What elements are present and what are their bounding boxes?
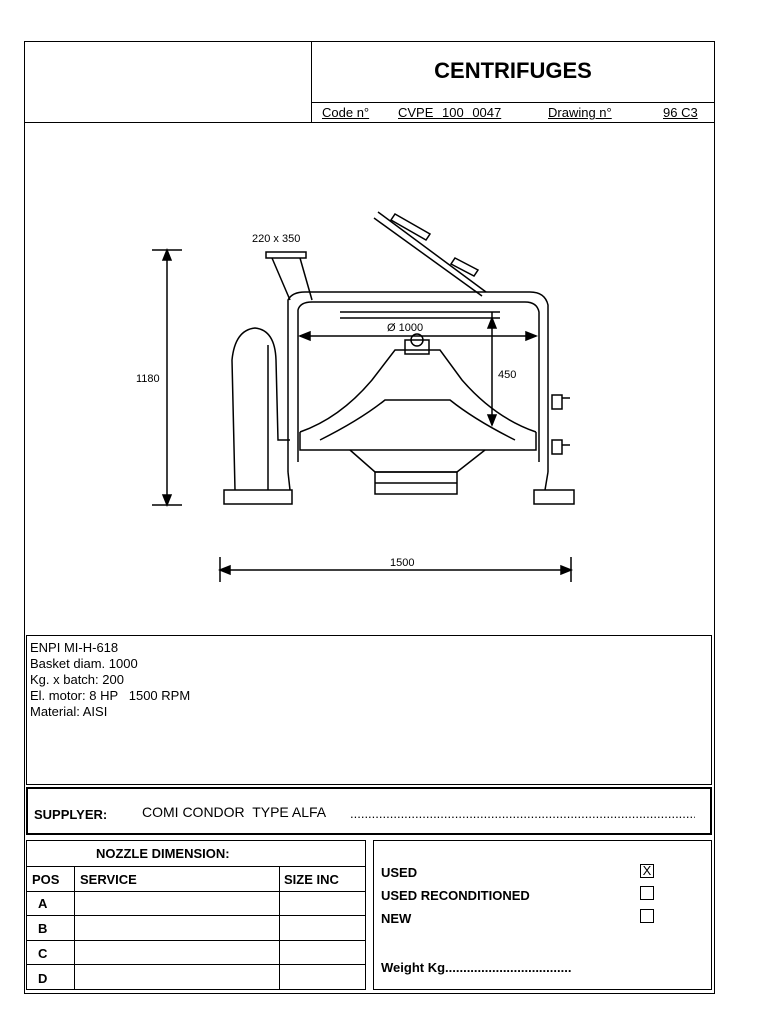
row-pos: D (38, 971, 48, 986)
supplier-value: COMI CONDOR TYPE ALFA (142, 804, 327, 820)
spec-line: Material: AISI (30, 704, 108, 719)
option-reconditioned-label: USED RECONDITIONED (381, 888, 530, 903)
row-pos: B (38, 921, 48, 936)
dim-depth-label: 450 (498, 369, 516, 381)
checkbox-used[interactable]: X (640, 864, 654, 878)
drawing-value: 96 C3 (663, 105, 698, 120)
drawing-label: Drawing n° (548, 105, 612, 120)
supplier-dots: ........................................… (350, 806, 695, 821)
header-bottom-line (24, 122, 715, 123)
spec-box (26, 635, 712, 785)
dim-height-label: 1180 (136, 373, 160, 385)
table-line (26, 891, 366, 892)
condition-box (373, 840, 712, 990)
table-line (26, 940, 366, 941)
centrifuge-drawing: 220 x 350 Ø 1000 450 1180 1500 (136, 211, 575, 582)
option-new-label: NEW (381, 911, 412, 926)
code-label: Code n° (322, 105, 370, 120)
table-col-line (279, 866, 280, 990)
header-service: SERVICE (80, 872, 137, 887)
spec-line: El. motor: 8 HP 1500 RPM (30, 688, 191, 703)
supplier-box (26, 787, 712, 835)
document-title: CENTRIFUGES (434, 58, 592, 83)
header-pos: POS (32, 872, 60, 887)
code-value: CVPE 100 0047 (398, 105, 502, 120)
spec-line: Basket diam. 1000 (30, 656, 138, 671)
row-pos: C (38, 946, 48, 961)
checkbox-reconditioned[interactable] (640, 886, 654, 900)
dim-basket-label: Ø 1000 (387, 322, 423, 334)
dim-width-label: 1500 (390, 557, 414, 569)
table-line (26, 964, 366, 965)
spec-list: ENPI MI-H-618 Basket diam. 1000 Kg. x ba… (30, 640, 190, 720)
row-pos: A (38, 896, 48, 911)
document-frame (24, 41, 715, 994)
option-used-label: USED (381, 865, 418, 880)
supplier-label: SUPPLYER: (34, 807, 108, 822)
table-line (26, 915, 366, 916)
checkbox-new[interactable] (640, 909, 654, 923)
dim-inlet-label: 220 x 350 (252, 233, 300, 245)
table-col-line (74, 866, 75, 990)
spec-line: ENPI MI-H-618 (30, 640, 119, 655)
spec-line: Kg. x batch: 200 (30, 672, 124, 687)
header-size: SIZE INC (284, 872, 339, 887)
code-line-top (311, 102, 715, 103)
weight-label: Weight Kg...............................… (381, 960, 572, 975)
header-divider (311, 41, 312, 123)
nozzle-title: NOZZLE DIMENSION: (96, 846, 230, 861)
table-line (26, 866, 366, 867)
